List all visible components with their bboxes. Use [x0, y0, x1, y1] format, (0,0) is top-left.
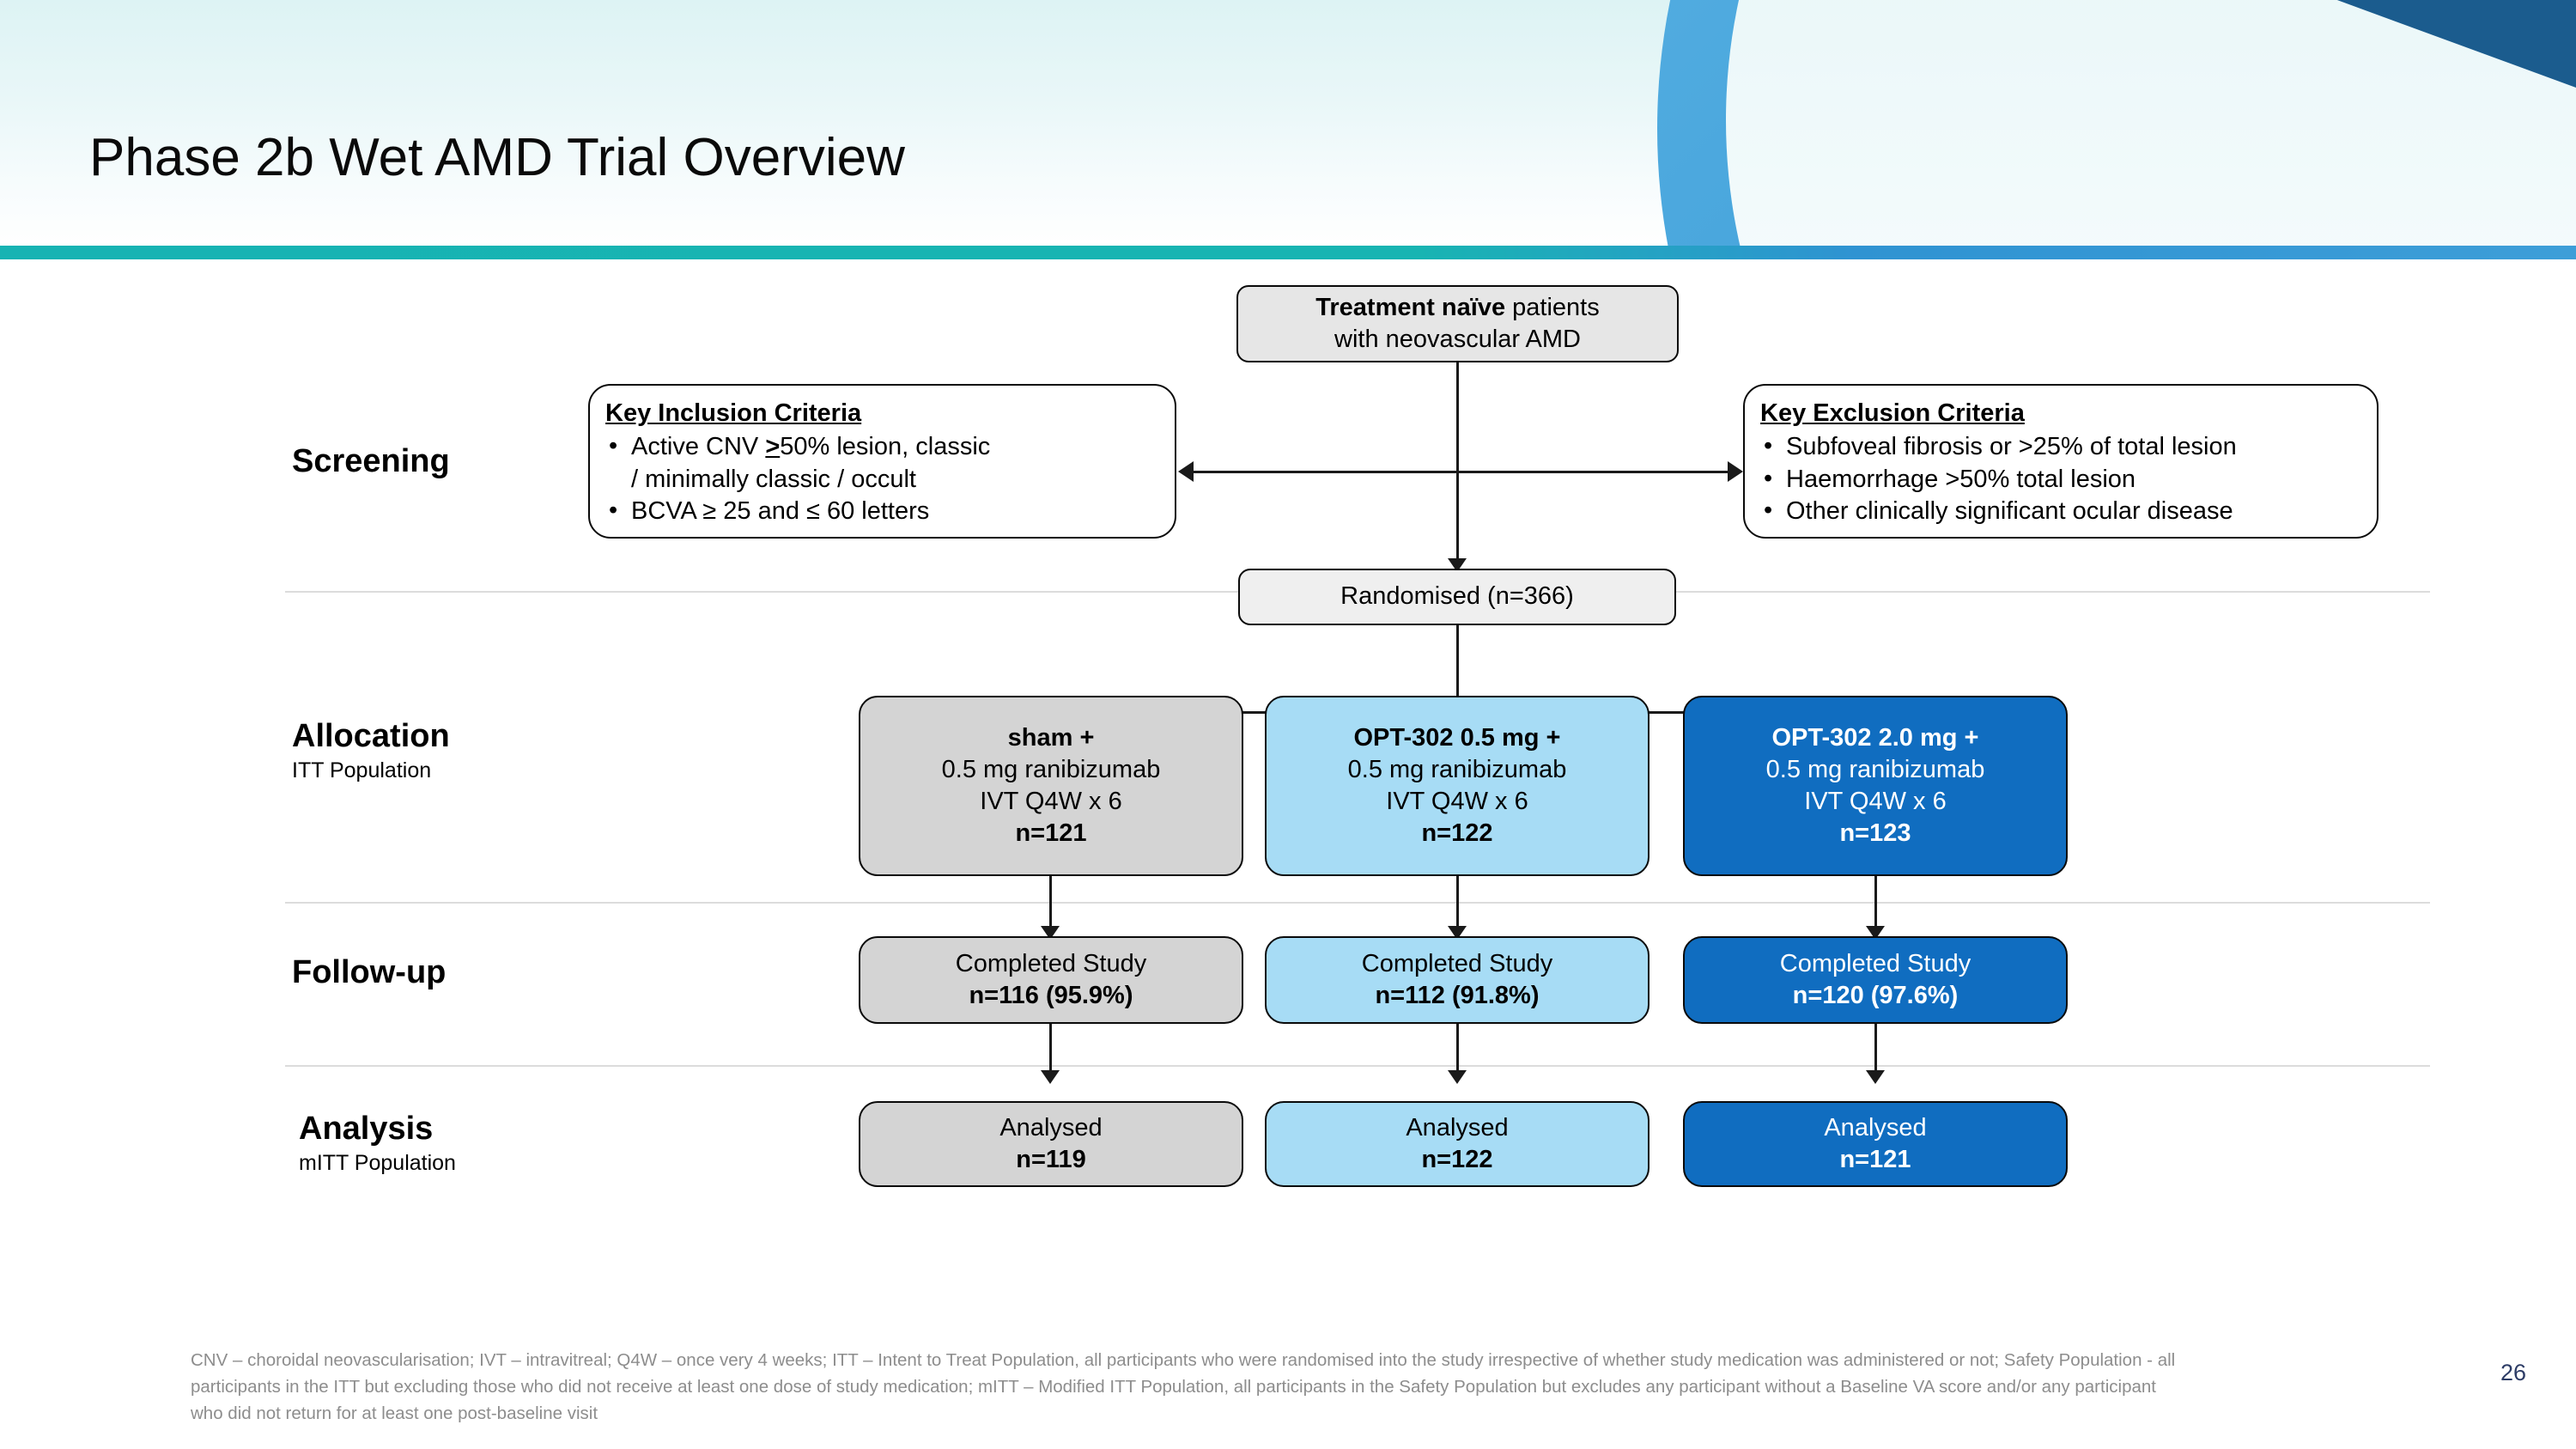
bullet-icon: •: [1764, 496, 1773, 525]
footnote-text: CNV – choroidal neovascularisation; IVT …: [191, 1350, 2176, 1424]
stage-title: Allocation: [292, 718, 450, 754]
followup-box-opt302-05: Completed Study n=112 (91.8%): [1265, 936, 1649, 1024]
exclusion-item-1: Subfoveal fibrosis or >25% of total lesi…: [1786, 433, 2237, 461]
source-line-1: Treatment naïve patients: [1315, 292, 1599, 324]
inclusion-heading: Key Inclusion Criteria: [605, 399, 862, 427]
exclusion-list: • Subfoveal fibrosis or >25% of total le…: [1755, 431, 2237, 528]
connector-randomised-trunk: [1456, 625, 1459, 711]
stage-subtitle: ITT Population: [292, 758, 432, 782]
allocation-line-3: IVT Q4W x 6: [1386, 788, 1528, 815]
connector-alloc-to-followup-right: [1874, 876, 1877, 929]
followup-line-2: n=112 (91.8%): [1375, 982, 1540, 1009]
arrow-followup-analysis-middle-icon: [1448, 1070, 1467, 1084]
connector-inclusion-exclusion: [1187, 471, 1736, 473]
stage-label-allocation: Allocation ITT Population: [292, 718, 450, 783]
arrow-left-icon: [1178, 461, 1194, 482]
source-bold-text: Treatment naïve: [1315, 293, 1506, 321]
allocation-line-3: IVT Q4W x 6: [980, 788, 1122, 815]
analysis-line-2: n=122: [1421, 1146, 1493, 1173]
analysis-line-1: Analysed: [1824, 1113, 1927, 1142]
allocation-line-2: 0.5 mg ranibizumab: [941, 755, 1161, 783]
bullet-icon: •: [609, 432, 618, 460]
stage-title: Analysis: [299, 1111, 434, 1147]
allocation-line-2: 0.5 mg ranibizumab: [1347, 755, 1567, 783]
followup-line-1: Completed Study: [955, 949, 1147, 977]
header-arc-white-icon: [1726, 0, 2576, 249]
list-item: • Other clinically significant ocular di…: [1755, 496, 2237, 528]
source-population-box: Treatment naïve patients with neovascula…: [1236, 285, 1679, 362]
allocation-line-4: n=121: [1015, 819, 1087, 848]
inclusion-item-1a: Active CNV: [631, 433, 766, 461]
connector-followup-to-analysis-middle: [1456, 1024, 1459, 1074]
analysis-box-opt302-20: Analysed n=121: [1683, 1101, 2068, 1187]
bullet-icon: •: [609, 496, 618, 525]
source-line-2: with neovascular AMD: [1334, 326, 1581, 353]
rule-followup-analysis: [285, 1065, 2430, 1067]
inclusion-item-1c: / minimally classic / occult: [631, 465, 916, 493]
followup-line-1: Completed Study: [1779, 949, 1971, 977]
allocation-line-3: IVT Q4W x 6: [1804, 788, 1947, 815]
stage-label-screening: Screening: [292, 443, 450, 479]
exclusion-item-3: Other clinically significant ocular dise…: [1786, 497, 2233, 526]
exclusion-item-2: Haemorrhage >50% total lesion: [1786, 465, 2136, 493]
analysis-line-2: n=121: [1839, 1146, 1911, 1173]
analysis-box-sham: Analysed n=119: [859, 1101, 1243, 1187]
inclusion-item-1-ge: >: [765, 433, 781, 461]
list-item: • Active CNV >50% lesion, classic / mini…: [600, 431, 990, 496]
exclusion-heading: Key Exclusion Criteria: [1760, 399, 2025, 427]
analysis-box-opt302-05: Analysed n=122: [1265, 1101, 1649, 1187]
connector-source-to-randomised: [1456, 362, 1459, 562]
bullet-icon: •: [1764, 464, 1773, 492]
stage-label-analysis: Analysis mITT Population: [299, 1111, 456, 1176]
allocation-line-1: OPT-302 0.5 mg +: [1353, 723, 1561, 752]
page-title: Phase 2b Wet AMD Trial Overview: [89, 128, 905, 187]
followup-box-opt302-20: Completed Study n=120 (97.6%): [1683, 936, 2068, 1024]
connector-alloc-to-followup-left: [1049, 876, 1052, 929]
allocation-line-4: n=122: [1421, 819, 1493, 848]
allocation-box-opt302-20: OPT-302 2.0 mg + 0.5 mg ranibizumab IVT …: [1683, 696, 2068, 876]
rule-allocation-followup: [285, 902, 2430, 904]
connector-followup-to-analysis-left: [1049, 1024, 1052, 1074]
source-rest-text: patients: [1505, 293, 1600, 321]
analysis-line-1: Analysed: [1406, 1113, 1509, 1142]
key-exclusion-criteria-box: Key Exclusion Criteria • Subfoveal fibro…: [1743, 384, 2379, 539]
allocation-line-2: 0.5 mg ranibizumab: [1765, 755, 1985, 783]
stage-label-followup: Follow-up: [292, 954, 447, 990]
key-inclusion-criteria-box: Key Inclusion Criteria • Active CNV >50%…: [588, 384, 1176, 539]
analysis-line-1: Analysed: [999, 1113, 1103, 1142]
inclusion-item-1b: 50% lesion, classic: [780, 433, 991, 461]
page-number: 26: [2500, 1360, 2526, 1385]
stage-title: Follow-up: [292, 954, 447, 990]
bullet-icon: •: [1764, 432, 1773, 460]
allocation-line-1: OPT-302 2.0 mg +: [1771, 723, 1979, 752]
followup-box-sham: Completed Study n=116 (95.9%): [859, 936, 1243, 1024]
header-teal-divider: [0, 246, 2576, 259]
randomised-box: Randomised (n=366): [1238, 569, 1676, 625]
arrow-followup-analysis-right-icon: [1866, 1070, 1885, 1084]
list-item: • Subfoveal fibrosis or >25% of total le…: [1755, 431, 2237, 464]
connector-followup-to-analysis-right: [1874, 1024, 1877, 1074]
arrow-right-icon: [1728, 461, 1743, 482]
followup-line-2: n=120 (97.6%): [1792, 982, 1959, 1009]
connector-alloc-to-followup-middle: [1456, 876, 1459, 929]
allocation-box-opt302-05: OPT-302 0.5 mg + 0.5 mg ranibizumab IVT …: [1265, 696, 1649, 876]
allocation-box-sham: sham + 0.5 mg ranibizumab IVT Q4W x 6 n=…: [859, 696, 1243, 876]
analysis-line-2: n=119: [1016, 1146, 1086, 1173]
followup-line-1: Completed Study: [1361, 949, 1553, 977]
randomised-label: Randomised (n=366): [1340, 582, 1574, 611]
inclusion-list: • Active CNV >50% lesion, classic / mini…: [600, 431, 990, 528]
arrow-followup-analysis-left-icon: [1041, 1070, 1060, 1084]
followup-line-2: n=116 (95.9%): [969, 982, 1133, 1009]
stage-subtitle: mITT Population: [299, 1150, 456, 1175]
inclusion-item-2: BCVA ≥ 25 and ≤ 60 letters: [631, 497, 930, 526]
allocation-line-4: n=123: [1839, 819, 1911, 848]
slide-header: [0, 0, 2576, 249]
list-item: • BCVA ≥ 25 and ≤ 60 letters: [600, 496, 990, 528]
stage-title: Screening: [292, 443, 450, 479]
allocation-line-1: sham +: [1007, 723, 1095, 752]
list-item: • Haemorrhage >50% total lesion: [1755, 464, 2237, 496]
